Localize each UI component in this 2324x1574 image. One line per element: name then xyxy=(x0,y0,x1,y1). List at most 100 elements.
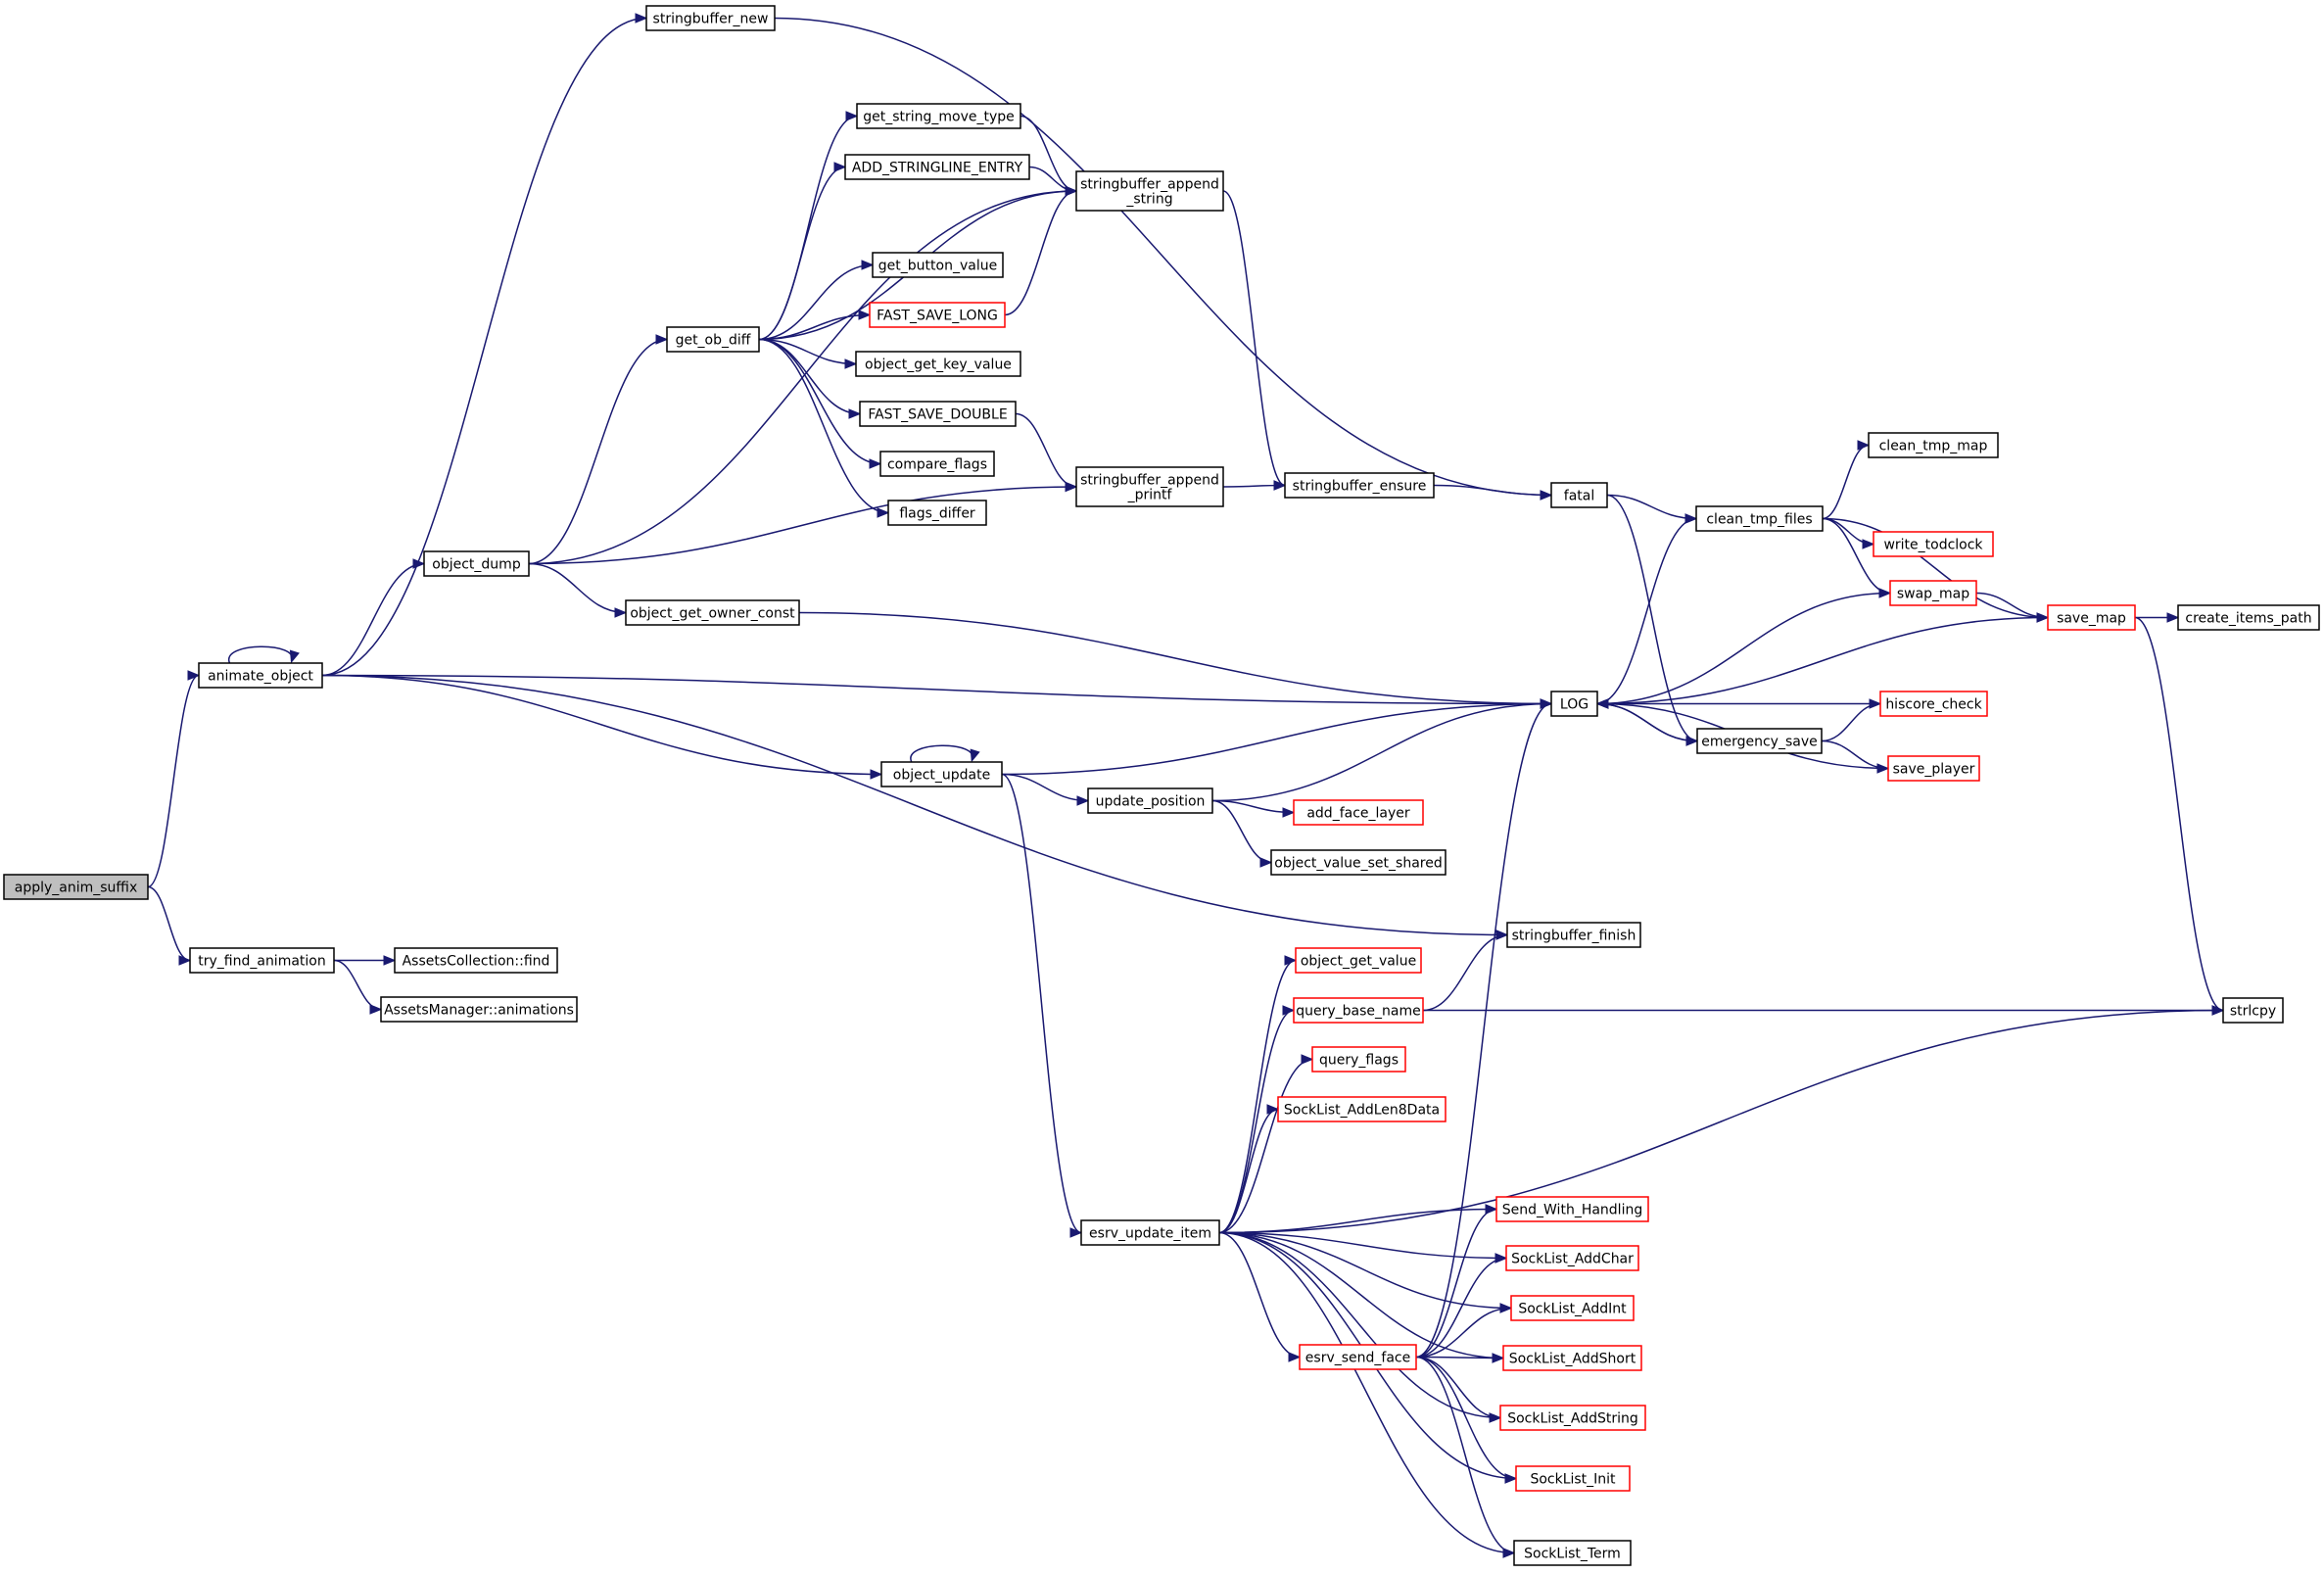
node-socklist-addstring[interactable]: SockList_AddString xyxy=(1499,1405,1646,1431)
edge-emergency-save-to-hiscore-check xyxy=(1821,698,1882,742)
node-save-player[interactable]: save_player xyxy=(1887,755,1980,782)
node-socklist-addint[interactable]: SockList_AddInt xyxy=(1510,1295,1635,1321)
node-object-dump[interactable]: object_dump xyxy=(423,550,530,577)
node-stringbuffer-append-printf[interactable]: stringbuffer_append_printf xyxy=(1075,466,1224,507)
node-box xyxy=(869,302,1006,328)
node-clean-tmp-map[interactable]: clean_tmp_map xyxy=(1868,432,1999,458)
node-animate-object[interactable]: animate_object xyxy=(198,662,323,689)
edge-line xyxy=(1218,1231,1504,1359)
edge-esrv-send-face-to-socklist-term xyxy=(1415,1356,1516,1558)
node-flags-differ[interactable]: flags_differ xyxy=(887,500,987,526)
edge-line xyxy=(228,645,293,664)
node-get-button-value[interactable]: get_button_value xyxy=(872,252,1004,278)
node-box xyxy=(1080,1219,1220,1246)
call-edges xyxy=(147,13,2225,1558)
node-create-items-path[interactable]: create_items_path xyxy=(2177,604,2320,631)
node-object-get-owner-const[interactable]: object_get_owner_const xyxy=(625,599,800,626)
node-box xyxy=(1873,531,1994,557)
node-socklist-addlen8data[interactable]: SockList_AddLen8Data xyxy=(1277,1096,1447,1122)
node-log[interactable]: LOG xyxy=(1550,691,1598,717)
node-object-value-set-shared[interactable]: object_value_set_shared xyxy=(1270,849,1447,876)
node-assets-animations[interactable]: AssetsManager::animations xyxy=(380,996,578,1023)
node-save-map[interactable]: save_map xyxy=(2047,604,2136,631)
edge-arrowhead xyxy=(848,408,862,419)
node-strlcpy[interactable]: strlcpy xyxy=(2222,997,2284,1024)
node-socklist-init[interactable]: SockList_Init xyxy=(1515,1465,1631,1492)
node-apply-anim-suffix[interactable]: apply_anim_suffix xyxy=(3,874,149,900)
node-add-stringline-entry[interactable]: ADD_STRINGLINE_ENTRY xyxy=(844,154,1030,180)
edge-arrowhead xyxy=(870,769,883,780)
edge-esrv-update-item-to-socklist-addchar xyxy=(1218,1231,1508,1264)
edge-line xyxy=(1028,166,1077,192)
node-query-flags[interactable]: query_flags xyxy=(1311,1046,1406,1073)
node-label: stringbuffer_append xyxy=(1080,177,1219,193)
node-box xyxy=(1502,1345,1642,1371)
node-esrv-update-item[interactable]: esrv_update_item xyxy=(1080,1219,1220,1246)
edge-stringbuffer-append-string-to-stringbuffer-ensure xyxy=(1222,190,1287,491)
node-fast-save-long[interactable]: FAST_SAVE_LONG xyxy=(869,302,1006,328)
edge-line xyxy=(2134,616,2224,1012)
edge-line xyxy=(758,338,861,415)
edge-update-position-to-add-face-layer xyxy=(1211,799,1296,818)
edge-get-ob-diff-to-flags-differ xyxy=(758,338,890,518)
node-hiscore-check[interactable]: hiscore_check xyxy=(1879,691,1988,717)
node-try-find-animation[interactable]: try_find_animation xyxy=(189,947,335,974)
node-emergency-save[interactable]: emergency_save xyxy=(1696,728,1823,754)
node-query-base-name[interactable]: query_base_name xyxy=(1293,997,1424,1024)
node-write-todclock[interactable]: write_todclock xyxy=(1873,531,1994,557)
node-label: write_todclock xyxy=(1883,538,1983,553)
node-label: esrv_send_face xyxy=(1305,1351,1410,1366)
node-label: get_button_value xyxy=(878,259,997,274)
node-box xyxy=(1889,580,1977,606)
node-socklist-term[interactable]: SockList_Term xyxy=(1513,1540,1632,1566)
node-stringbuffer-new[interactable]: stringbuffer_new xyxy=(645,5,776,31)
node-swap-map[interactable]: swap_map xyxy=(1889,580,1977,606)
node-add-face-layer[interactable]: add_face_layer xyxy=(1293,799,1424,826)
edge-object-update-to-log xyxy=(1001,698,1553,776)
node-label: flags_differ xyxy=(899,506,975,522)
edge-arrowhead xyxy=(845,111,859,121)
node-clean-tmp-files[interactable]: clean_tmp_files xyxy=(1695,505,1824,532)
edge-line xyxy=(758,166,846,341)
node-assets-find[interactable]: AssetsCollection::find xyxy=(394,947,558,974)
node-label: object_get_owner_const xyxy=(630,606,795,622)
edge-arrowhead xyxy=(1494,1253,1508,1264)
node-fatal[interactable]: fatal xyxy=(1550,482,1608,508)
node-stringbuffer-finish[interactable]: stringbuffer_finish xyxy=(1506,922,1641,948)
node-box xyxy=(645,5,776,31)
node-send-with-handling[interactable]: Send_With_Handling xyxy=(1495,1196,1649,1222)
node-stringbuffer-append-string[interactable]: stringbuffer_append_string xyxy=(1075,170,1224,212)
node-stringbuffer-ensure[interactable]: stringbuffer_ensure xyxy=(1284,472,1435,499)
node-update-position[interactable]: update_position xyxy=(1087,787,1213,814)
node-box xyxy=(380,996,578,1023)
edge-arrowhead xyxy=(412,558,426,569)
node-box xyxy=(887,500,987,526)
node-get-string-move-type[interactable]: get_string_move_type xyxy=(856,103,1021,129)
edge-line xyxy=(1433,484,1552,497)
node-box xyxy=(394,947,558,974)
edge-line xyxy=(1415,1356,1517,1480)
edge-arrowhead xyxy=(861,260,875,270)
edge-line xyxy=(1004,190,1077,316)
node-esrv-send-face[interactable]: esrv_send_face xyxy=(1299,1344,1417,1370)
node-box xyxy=(1087,787,1213,814)
edge-arrowhead xyxy=(844,358,858,369)
node-socklist-addshort[interactable]: SockList_AddShort xyxy=(1502,1345,1642,1371)
edge-arrowhead xyxy=(383,955,397,966)
edge-line xyxy=(147,674,200,888)
node-compare-flags[interactable]: compare_flags xyxy=(879,451,995,477)
node-label: SockList_AddChar xyxy=(1511,1252,1634,1267)
node-fast-save-double[interactable]: FAST_SAVE_DOUBLE xyxy=(859,401,1017,427)
edge-animate-object-to-animate-object xyxy=(228,645,300,664)
node-object-update[interactable]: object_update xyxy=(880,761,1003,787)
node-box xyxy=(3,874,149,900)
node-label: get_string_move_type xyxy=(863,110,1015,125)
node-label: FAST_SAVE_DOUBLE xyxy=(868,407,1007,423)
node-box xyxy=(859,401,1017,427)
node-object-get-value[interactable]: object_get_value xyxy=(1295,947,1422,974)
edge-line xyxy=(758,338,889,514)
node-object-get-key-value[interactable]: object_get_key_value xyxy=(855,351,1021,377)
node-get-ob-diff[interactable]: get_ob_diff xyxy=(666,326,760,353)
node-label: stringbuffer_ensure xyxy=(1293,479,1427,495)
node-socklist-addchar[interactable]: SockList_AddChar xyxy=(1505,1245,1639,1271)
